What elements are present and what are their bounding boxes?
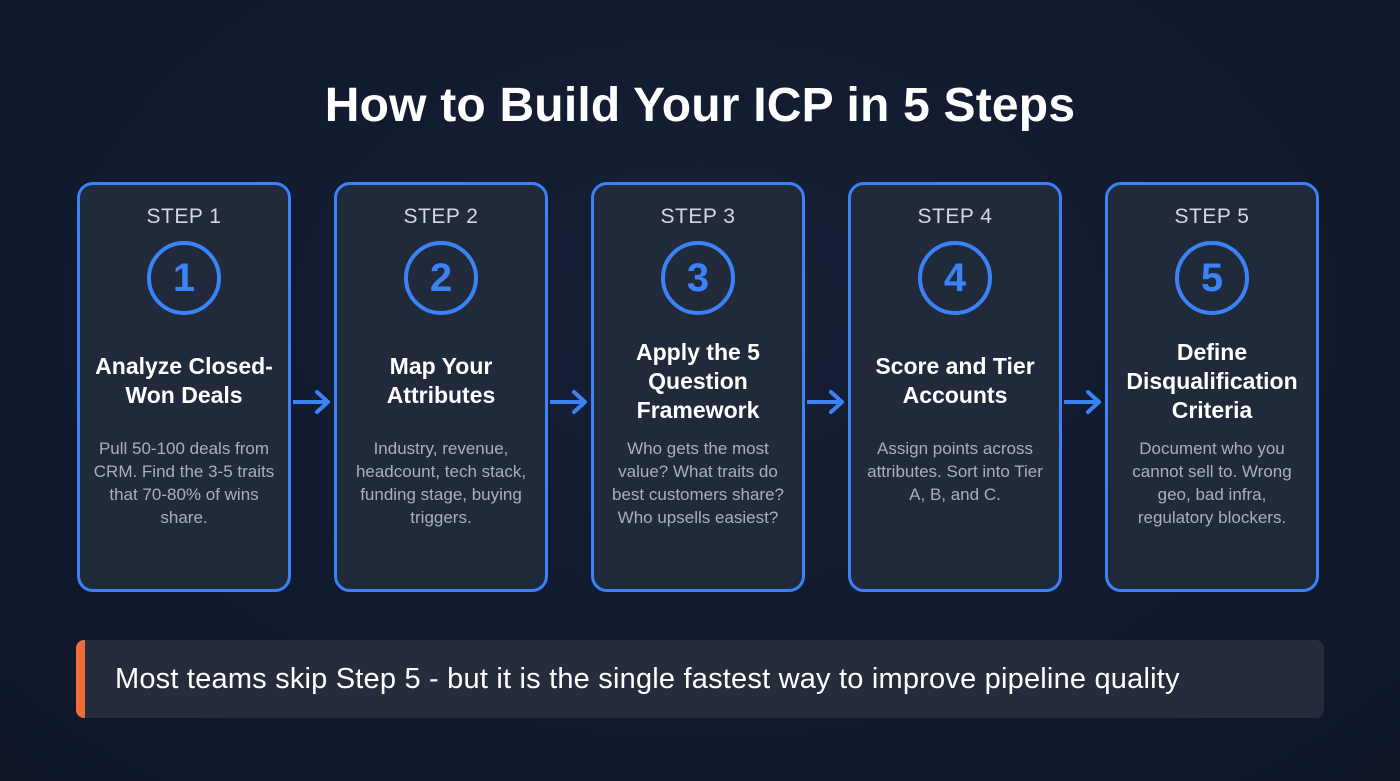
arrow-right-icon [293, 390, 330, 414]
step-number-badge: 5 [1175, 241, 1249, 315]
step-card-1: STEP 1 1 Analyze Closed-Won Deals Pull 5… [77, 182, 291, 592]
steps-flow: STEP 1 1 Analyze Closed-Won Deals Pull 5… [0, 182, 1400, 596]
step-card-5: STEP 5 5 Define Disqualification Criteri… [1105, 182, 1319, 592]
step-label: STEP 2 [403, 205, 479, 228]
step-description: Assign points across attributes. Sort in… [867, 439, 1043, 504]
step-label: STEP 3 [660, 205, 736, 228]
step-label: STEP 1 [146, 205, 222, 228]
step-heading: Apply the 5 Question Framework [636, 338, 760, 423]
step-label: STEP 4 [917, 205, 993, 228]
step-heading: Score and Tier Accounts [875, 353, 1035, 408]
arrow-right-icon [807, 390, 844, 414]
step-heading: Map Your Attributes [386, 353, 496, 408]
step-description: Who gets the most value? What traits do … [612, 439, 784, 527]
step-heading: Define Disqualification Criteria [1126, 338, 1298, 423]
step-number-badge: 3 [661, 241, 735, 315]
step-number-badge: 1 [147, 241, 221, 315]
step-heading: Analyze Closed-Won Deals [95, 353, 273, 408]
step-description: Pull 50-100 deals from CRM. Find the 3-5… [93, 439, 275, 527]
step-card-2: STEP 2 2 Map Your Attributes Industry, r… [334, 182, 548, 592]
callout-accent-bar [76, 640, 85, 718]
step-card-4: STEP 4 4 Score and Tier Accounts Assign … [848, 182, 1062, 592]
step-description: Industry, revenue, headcount, tech stack… [355, 439, 527, 527]
step-description: Document who you cannot sell to. Wrong g… [1132, 439, 1292, 527]
page-title: How to Build Your ICP in 5 Steps [324, 79, 1076, 132]
arrow-right-icon [1064, 390, 1101, 414]
step-number-badge: 4 [918, 241, 992, 315]
step-label: STEP 5 [1174, 205, 1250, 228]
arrow-right-icon [550, 390, 587, 414]
step-card-3: STEP 3 3 Apply the 5 Question Framework … [591, 182, 805, 592]
callout-text: Most teams skip Step 5 - but it is the s… [115, 662, 1180, 695]
step-number-badge: 2 [404, 241, 478, 315]
callout-banner: Most teams skip Step 5 - but it is the s… [76, 640, 1324, 718]
